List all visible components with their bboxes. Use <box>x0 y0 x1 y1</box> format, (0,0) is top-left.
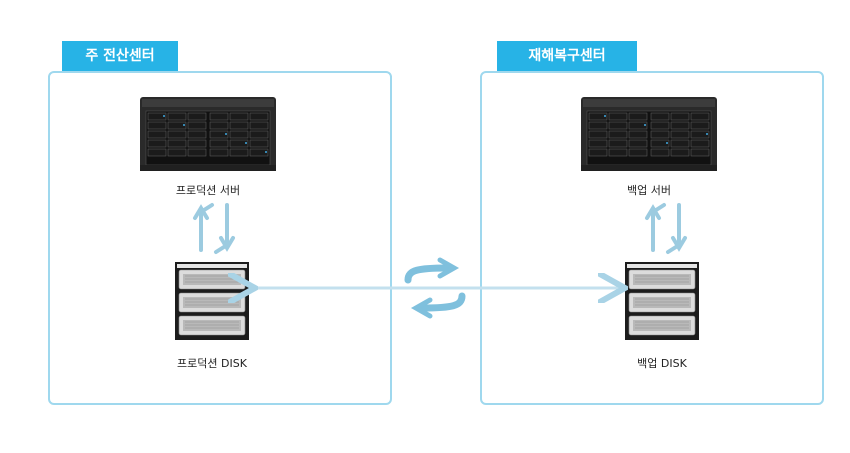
dr-server-icon <box>581 97 717 171</box>
sync-arrows-icon <box>404 257 466 319</box>
primary-server-label: 프로덕션 서버 <box>175 184 241 197</box>
dr-disk-icon <box>625 262 699 340</box>
primary-disk-label: 프로덕션 DISK <box>177 357 247 370</box>
primary-server-icon <box>140 97 276 171</box>
dr-disk-label: 백업 DISK <box>637 357 687 370</box>
dr-loop-arrows-icon <box>645 203 687 254</box>
primary-loop-arrows-icon <box>193 203 235 254</box>
primary-site-title: 주 전산센터 <box>62 41 178 71</box>
dr-server-label: 백업 서버 <box>627 184 671 197</box>
dr-site-title: 재해복구센터 <box>497 41 637 71</box>
